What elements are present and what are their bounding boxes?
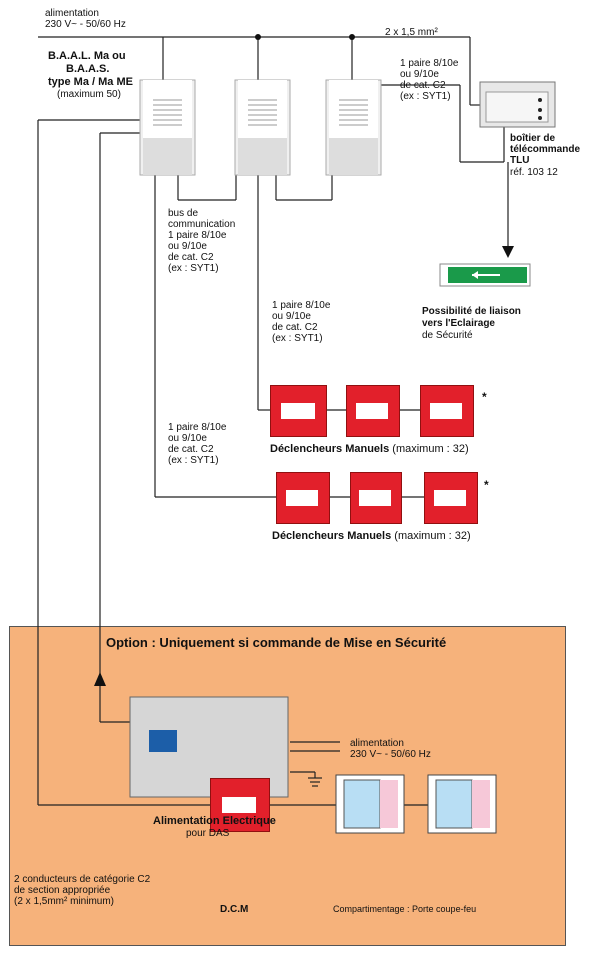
option-title: Option : Uniquement si commande de Mise …	[106, 635, 447, 650]
tlu-line4: réf. 103 12	[510, 167, 558, 178]
dcm-callpoint	[210, 778, 270, 832]
pair-mid-3: de cat. C2	[272, 322, 318, 333]
pair-low-2: ou 9/10e	[168, 433, 207, 444]
tlu-line3: TLU	[510, 155, 530, 166]
power-label: alimentation	[45, 8, 99, 19]
alim-das-line2: pour DAS	[186, 828, 230, 839]
conducteurs-3: (2 x 1,5mm² minimum)	[14, 896, 115, 907]
power-spec: 230 V~ - 50/60 Hz	[45, 19, 126, 30]
dm-row2-label: Déclencheurs Manuels (maximum : 32)	[272, 530, 471, 542]
pair-low-1: 1 paire 8/10e	[168, 422, 227, 433]
cable-spec: 2 x 1,5 mm²	[385, 27, 438, 38]
tlu-line2: télécommande	[510, 144, 581, 155]
compartiment-label: Compartimentage : Porte coupe-feu	[333, 904, 477, 914]
tlu-line1: boîtier de	[510, 133, 556, 144]
liaison-line1: Possibilité de liaison	[422, 306, 521, 317]
bus-pair-3: de cat. C2	[168, 252, 214, 263]
baal-line4: (maximum 50)	[57, 89, 121, 100]
pair-top-1: 1 paire 8/10e	[400, 58, 459, 69]
pair-top-3: de cat. C2	[400, 80, 446, 91]
callpoint-r2-2	[350, 472, 402, 524]
bus-line2: communication	[168, 219, 236, 230]
baal-line2: B.A.A.S.	[66, 63, 110, 75]
alim-right-line2: 230 V~ - 50/60 Hz	[350, 749, 431, 760]
liaison-line2: vers l'Eclairage	[422, 318, 495, 329]
alim-right-line1: alimentation	[350, 738, 404, 749]
dm-row1-label: Déclencheurs Manuels (maximum : 32)	[270, 443, 469, 455]
bus-pair-2: ou 9/10e	[168, 241, 207, 252]
pair-mid-2: ou 9/10e	[272, 311, 311, 322]
dm-row1-star: *	[482, 390, 487, 404]
conducteurs-2: de section appropriée	[14, 885, 111, 896]
dcm-label: D.C.M	[220, 904, 249, 915]
pair-low-4: (ex : SYT1)	[168, 455, 219, 466]
baal-line3: type Ma / Ma ME	[48, 76, 133, 88]
conducteurs-1: 2 conducteurs de catégorie C2	[14, 874, 151, 885]
pair-mid-1: 1 paire 8/10e	[272, 300, 331, 311]
pair-top-4: (ex : SYT1)	[400, 91, 451, 102]
alim-das-line1: Alimentation Electrique	[153, 815, 276, 827]
pair-low-3: de cat. C2	[168, 444, 214, 455]
bus-line1: bus de	[168, 208, 199, 219]
liaison-line3: de Sécurité	[422, 330, 473, 341]
dm-row2-star: *	[484, 478, 489, 492]
baal-line1: B.A.A.L. Ma ou	[48, 50, 126, 62]
bus-pair-1: 1 paire 8/10e	[168, 230, 227, 241]
pair-mid-4: (ex : SYT1)	[272, 333, 323, 344]
pair-top-2: ou 9/10e	[400, 69, 439, 80]
bus-pair-4: (ex : SYT1)	[168, 263, 219, 274]
